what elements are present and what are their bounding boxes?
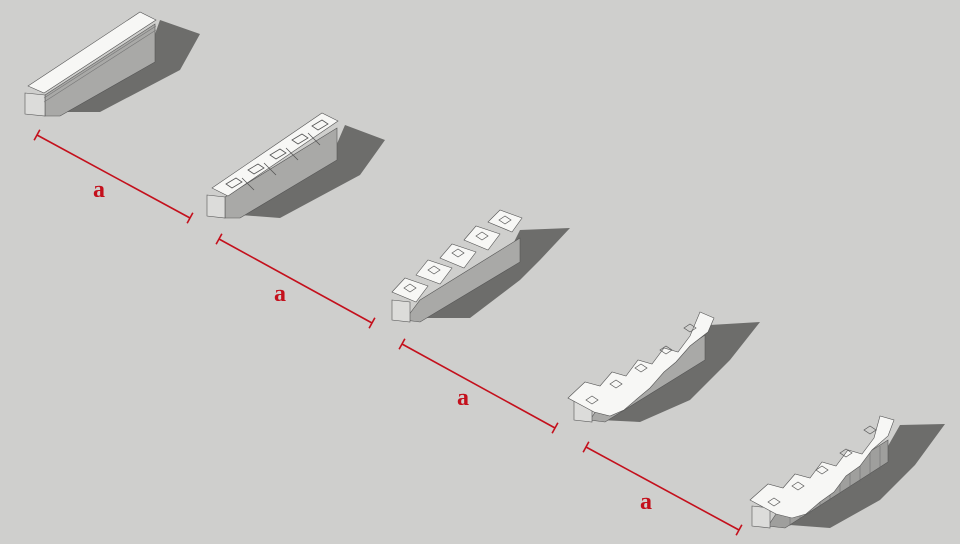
front-face [206, 194, 226, 219]
building-stage-4 [567, 311, 760, 423]
dimension-lines [33, 129, 743, 536]
building-stage-3 [391, 209, 570, 323]
dimension-line-2 [215, 233, 376, 329]
roof [211, 112, 339, 197]
dimension-line-4 [582, 441, 743, 536]
dimension-line-3 [398, 338, 559, 434]
front-face [391, 299, 411, 323]
roof-skylights [585, 323, 697, 405]
roof-skylights [767, 425, 877, 507]
dimension-label-4: a [640, 489, 652, 515]
roof [27, 11, 157, 94]
dimension-label-2: a [274, 281, 286, 307]
front-face [24, 92, 46, 117]
building-stage-5 [749, 415, 945, 529]
roof-skylights [403, 215, 512, 293]
zigzag-roof [749, 415, 895, 519]
building-stage-1 [24, 11, 200, 117]
dimension-label-1: a [93, 177, 105, 203]
dimension-line-1 [33, 129, 194, 224]
roof-modules [391, 209, 523, 303]
roof-skylights [225, 119, 329, 191]
shadow [790, 424, 945, 528]
dimension-label-3: a [457, 385, 469, 411]
building-stage-2 [206, 112, 385, 219]
